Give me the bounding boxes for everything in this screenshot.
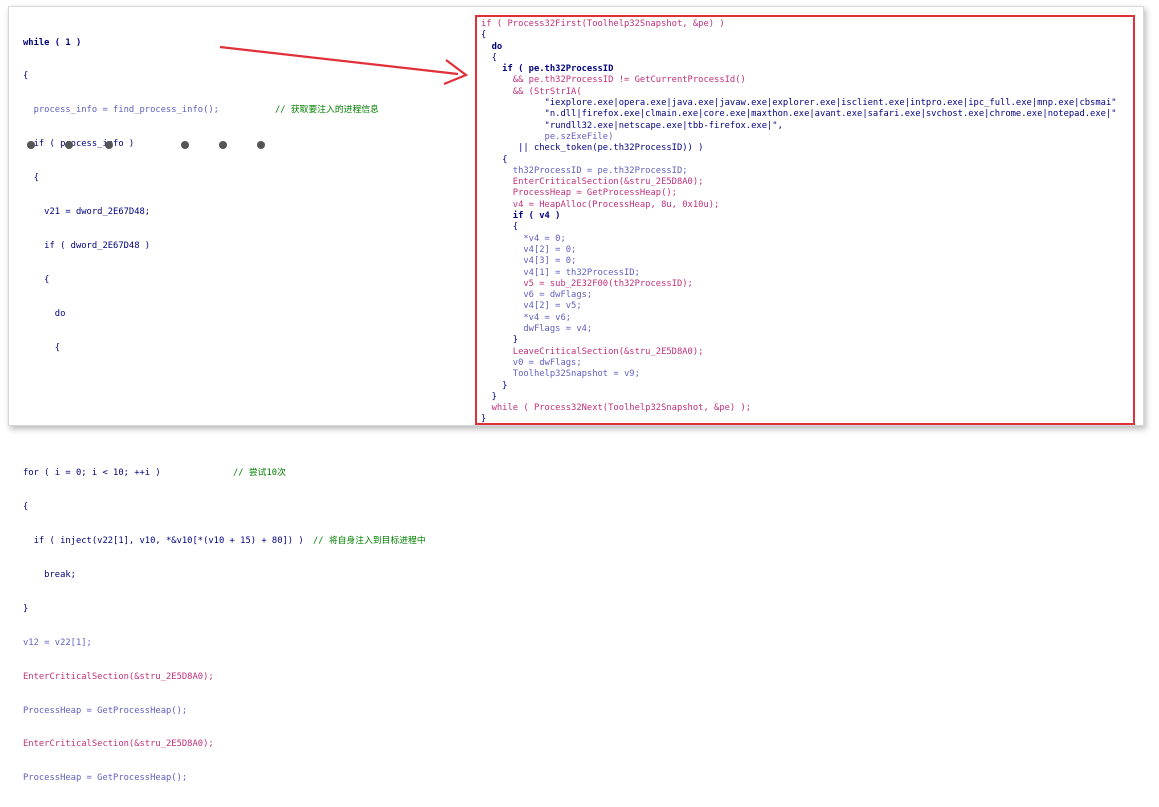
code-line: if ( dword_2E67D48 ) — [23, 240, 151, 251]
dot-icon — [65, 141, 73, 149]
code-line: v4[1] = th32ProcessID; — [481, 267, 640, 278]
code-line: } — [481, 414, 487, 425]
code-line: if ( Process32First(Toolhelp32Snapshot, … — [481, 19, 725, 29]
code-line: if ( v4 ) — [481, 211, 561, 222]
code-line: "rundll32.exe|netscape.exe|tbb-firefox.e… — [481, 120, 783, 131]
code-line: { — [23, 502, 29, 513]
ellipsis-dots — [23, 137, 283, 153]
code-line: if ( pe.th32ProcessID — [481, 64, 614, 75]
code-line: break; — [23, 569, 76, 580]
code-line: while ( 1 ) — [23, 37, 82, 48]
code-line: LeaveCriticalSection(&stru_2E5D8A0); — [481, 346, 704, 357]
code-line: { — [23, 342, 61, 353]
dot-icon — [219, 141, 227, 149]
code-line: do — [481, 41, 503, 52]
code-line: ProcessHeap = GetProcessHeap(); — [23, 773, 188, 784]
code-line: *v4 = 0; — [481, 233, 566, 244]
code-line: *v4 = v6; — [481, 312, 572, 323]
dot-icon — [105, 141, 113, 149]
code-line: th32ProcessID = pe.th32ProcessID; — [481, 165, 688, 176]
code-line: { — [23, 71, 29, 82]
code-line: "n.dll|firefox.exe|clmain.exe|core.exe|m… — [481, 109, 1117, 120]
code-line: EnterCriticalSection(&stru_2E5D8A0); — [23, 671, 214, 682]
code-line: pe.szExeFile) — [481, 131, 614, 142]
comment-try-ten: // 尝试10次 — [233, 468, 286, 479]
code-line: || check_token(pe.th32ProcessID)) ) — [481, 143, 704, 154]
dot-icon — [181, 141, 189, 149]
code-text: process_info = find_process_info(); — [23, 105, 219, 116]
code-line: } — [481, 391, 497, 402]
code-line: && pe.th32ProcessID != GetCurrentProcess… — [481, 75, 746, 86]
highlighted-code-box: if ( Process32First(Toolhelp32Snapshot, … — [475, 15, 1135, 425]
code-line: v4[2] = v5; — [481, 301, 582, 312]
code-line: v6 = dwFlags; — [481, 290, 593, 301]
code-line: } — [481, 380, 508, 391]
code-line: "iexplore.exe|opera.exe|java.exe|javaw.e… — [481, 98, 1117, 109]
code-line: do — [23, 308, 66, 319]
dot-icon — [27, 141, 35, 149]
comment-inject-self: // 将自身注入到目标进程中 — [313, 536, 426, 547]
comment-find-process: // 获取要注入的进程信息 — [275, 105, 379, 116]
code-line: EnterCriticalSection(&stru_2E5D8A0); — [23, 739, 214, 750]
code-line: v4[2] = 0; — [481, 244, 577, 255]
code-line: v21 = dword_2E67D48; — [23, 207, 151, 218]
code-line: v5 = sub_2E32F00(th32ProcessID); — [481, 278, 693, 289]
code-text: for ( i = 0; i < 10; ++i ) — [23, 468, 161, 479]
code-line: v12 = v22[1]; — [23, 637, 92, 648]
code-line: { — [481, 154, 508, 165]
code-line: ProcessHeap = GetProcessHeap(); — [481, 188, 677, 199]
code-line: ProcessHeap = GetProcessHeap(); — [23, 705, 188, 716]
code-line: process_info = find_process_info(); // 获取… — [23, 105, 463, 116]
code-line: if ( process_info ) — [23, 139, 135, 150]
code-line: { — [23, 173, 39, 184]
code-line: { — [481, 52, 497, 63]
code-line: } — [23, 603, 29, 614]
code-line: while ( Process32Next(Toolhelp32Snapshot… — [481, 403, 752, 414]
code-line: for ( i = 0; i < 10; ++i ) // 尝试10次 — [23, 468, 463, 479]
code-line: v4[3] = 0; — [481, 256, 577, 267]
code-line: if ( inject(v22[1], v10, *&v10[*(v10 + 1… — [23, 536, 463, 547]
code-line: dwFlags = v4; — [481, 324, 593, 335]
dot-icon — [257, 141, 265, 149]
left-code-panel: while ( 1 ) { process_info = find_proces… — [23, 15, 463, 807]
code-line: EnterCriticalSection(&stru_2E5D8A0); — [481, 177, 704, 188]
code-line: { — [481, 222, 519, 233]
right-code-panel: if ( Process32First(Toolhelp32Snapshot, … — [481, 19, 1117, 426]
code-text: if ( inject(v22[1], v10, *&v10[*(v10 + 1… — [23, 536, 304, 547]
screenshot-frame: while ( 1 ) { process_info = find_proces… — [8, 6, 1144, 783]
code-line: && (StrStrIA( — [481, 86, 582, 97]
code-line: v0 = dwFlags; — [481, 357, 582, 368]
code-line: } — [481, 335, 519, 346]
code-line: { — [23, 274, 50, 285]
code-line: { — [481, 30, 487, 41]
code-line: Toolhelp32Snapshot = v9; — [481, 369, 640, 380]
code-line: v4 = HeapAlloc(ProcessHeap, 8u, 0x10u); — [481, 199, 720, 210]
